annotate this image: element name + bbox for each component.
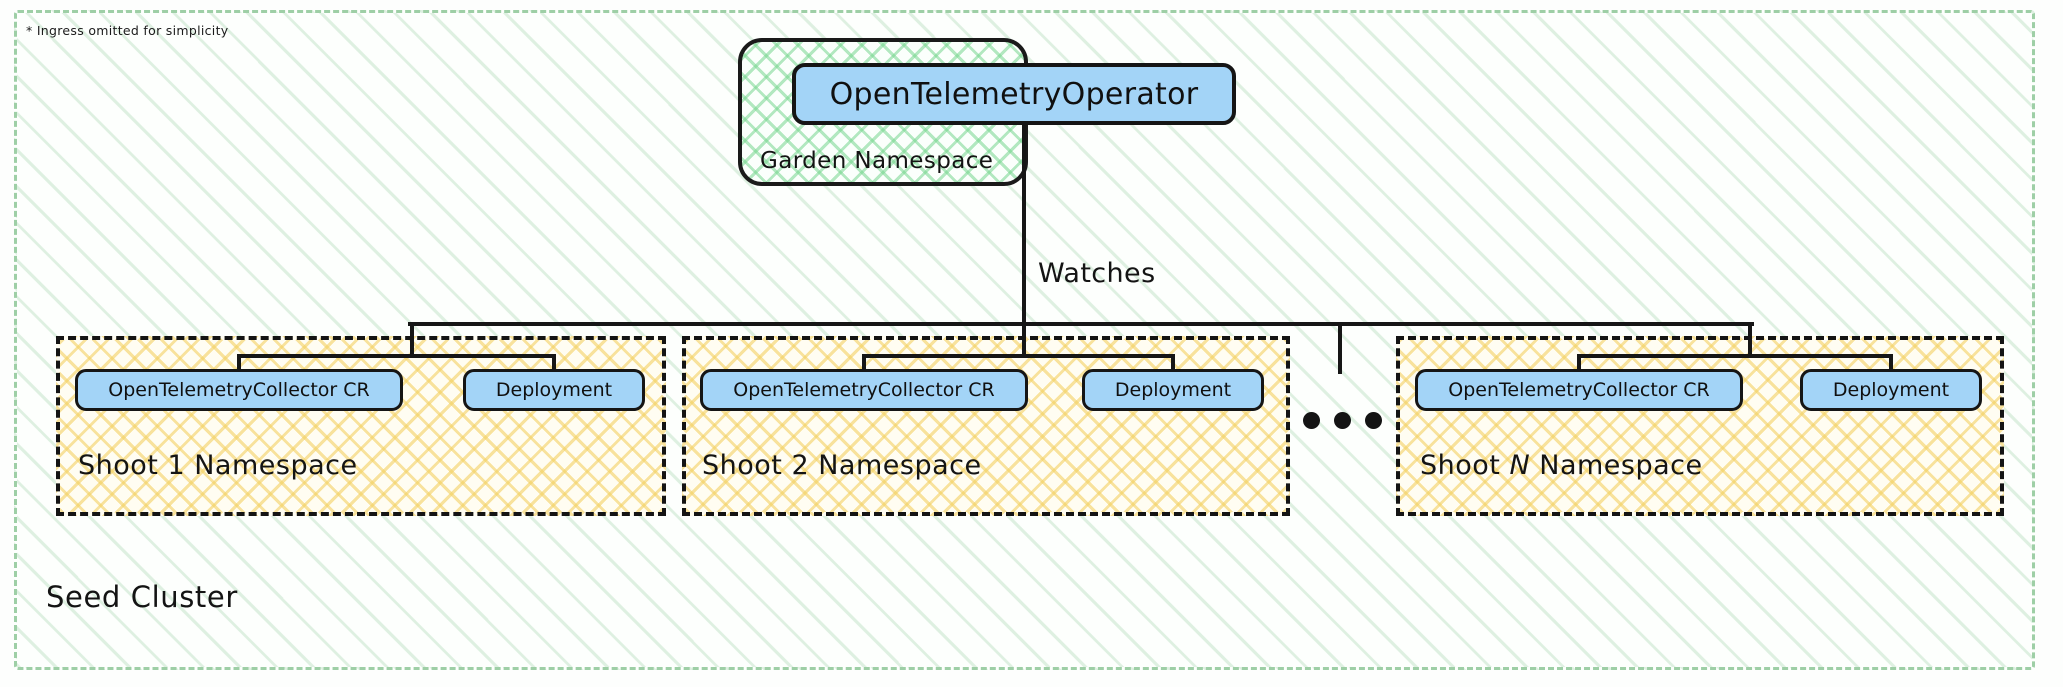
shoot-1-namespace-container xyxy=(56,336,666,516)
ellipsis-dot-3 xyxy=(1365,412,1382,429)
garden-namespace-label: Garden Namespace xyxy=(760,148,994,174)
shoot-n-label-variable: N xyxy=(1509,450,1531,481)
shoot-n-label-suffix: Namespace xyxy=(1530,450,1703,481)
seed-cluster-label: Seed Cluster xyxy=(46,580,238,614)
node-opentelemetry-operator[interactable]: OpenTelemetryOperator xyxy=(792,63,1236,125)
shoot-n-namespace-label: Shoot N Namespace xyxy=(1420,450,1703,481)
watches-edge-label: Watches xyxy=(1038,258,1156,289)
shoot-1-namespace-label: Shoot 1 Namespace xyxy=(78,450,358,481)
node-shoot-2-collector-cr[interactable]: OpenTelemetryCollector CR xyxy=(700,369,1028,411)
ellipsis-indicator xyxy=(1303,412,1382,429)
node-shoot-n-deployment[interactable]: Deployment xyxy=(1800,369,1982,411)
shoot-2-namespace-container xyxy=(682,336,1290,516)
node-shoot-2-deployment[interactable]: Deployment xyxy=(1082,369,1264,411)
shoot-2-namespace-label: Shoot 2 Namespace xyxy=(702,450,982,481)
shoot-n-namespace-container xyxy=(1396,336,2004,516)
node-shoot-1-deployment[interactable]: Deployment xyxy=(463,369,645,411)
node-shoot-n-collector-cr[interactable]: OpenTelemetryCollector CR xyxy=(1415,369,1743,411)
ellipsis-dot-2 xyxy=(1334,412,1351,429)
node-shoot-1-collector-cr[interactable]: OpenTelemetryCollector CR xyxy=(75,369,403,411)
footnote-text: * Ingress omitted for simplicity xyxy=(26,23,229,38)
shoot-n-label-prefix: Shoot xyxy=(1420,450,1510,481)
ellipsis-dot-1 xyxy=(1303,412,1320,429)
